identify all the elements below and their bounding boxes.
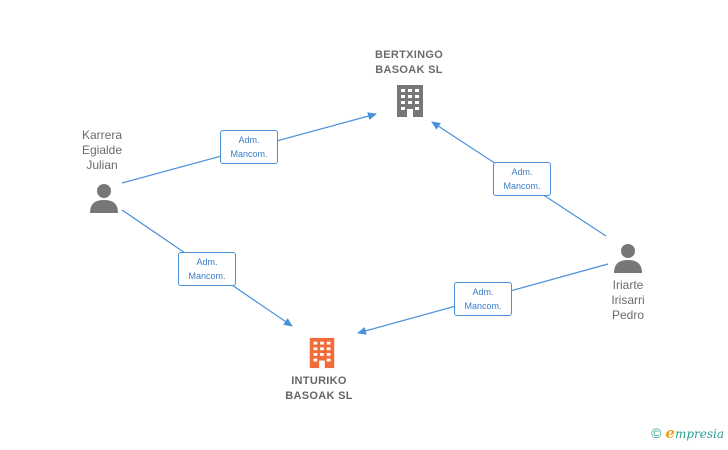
person-iriarte-label[interactable]: Iriarte Irisarri Pedro [611, 278, 645, 322]
relation-role: Adm. [196, 257, 218, 267]
relation-type: Mancom. [464, 301, 502, 311]
relation-role: Adm. [511, 167, 533, 177]
relation-type: Mancom. [188, 271, 226, 281]
relation-type: Mancom. [230, 149, 268, 159]
building-icon[interactable] [306, 336, 338, 370]
brand-logo[interactable]: empresia [665, 424, 724, 442]
relation-label[interactable]: Adm. Mancom. [220, 130, 278, 164]
relation-label[interactable]: Adm. Mancom. [493, 162, 551, 196]
person-icon[interactable] [613, 242, 643, 274]
relation-role: Adm. [238, 135, 260, 145]
relation-type: Mancom. [503, 181, 541, 191]
company-inturiko-label[interactable]: INTURIKO BASOAK SL [285, 375, 353, 402]
building-icon[interactable] [393, 84, 427, 118]
person-icon[interactable] [89, 182, 119, 214]
company-bertxingo-label[interactable]: BERTXINGO BASOAK SL [374, 49, 444, 76]
brand-initial: e [665, 424, 675, 442]
person-karrera-label[interactable]: Karrera Egialde Julian [81, 128, 123, 172]
relation-label[interactable]: Adm. Mancom. [178, 252, 236, 286]
footer-brand: © empresia [651, 424, 724, 442]
brand-name: mpresia [674, 427, 724, 441]
relation-label[interactable]: Adm. Mancom. [454, 282, 512, 316]
relation-role: Adm. [472, 287, 494, 297]
copyright-icon: © [651, 425, 662, 441]
